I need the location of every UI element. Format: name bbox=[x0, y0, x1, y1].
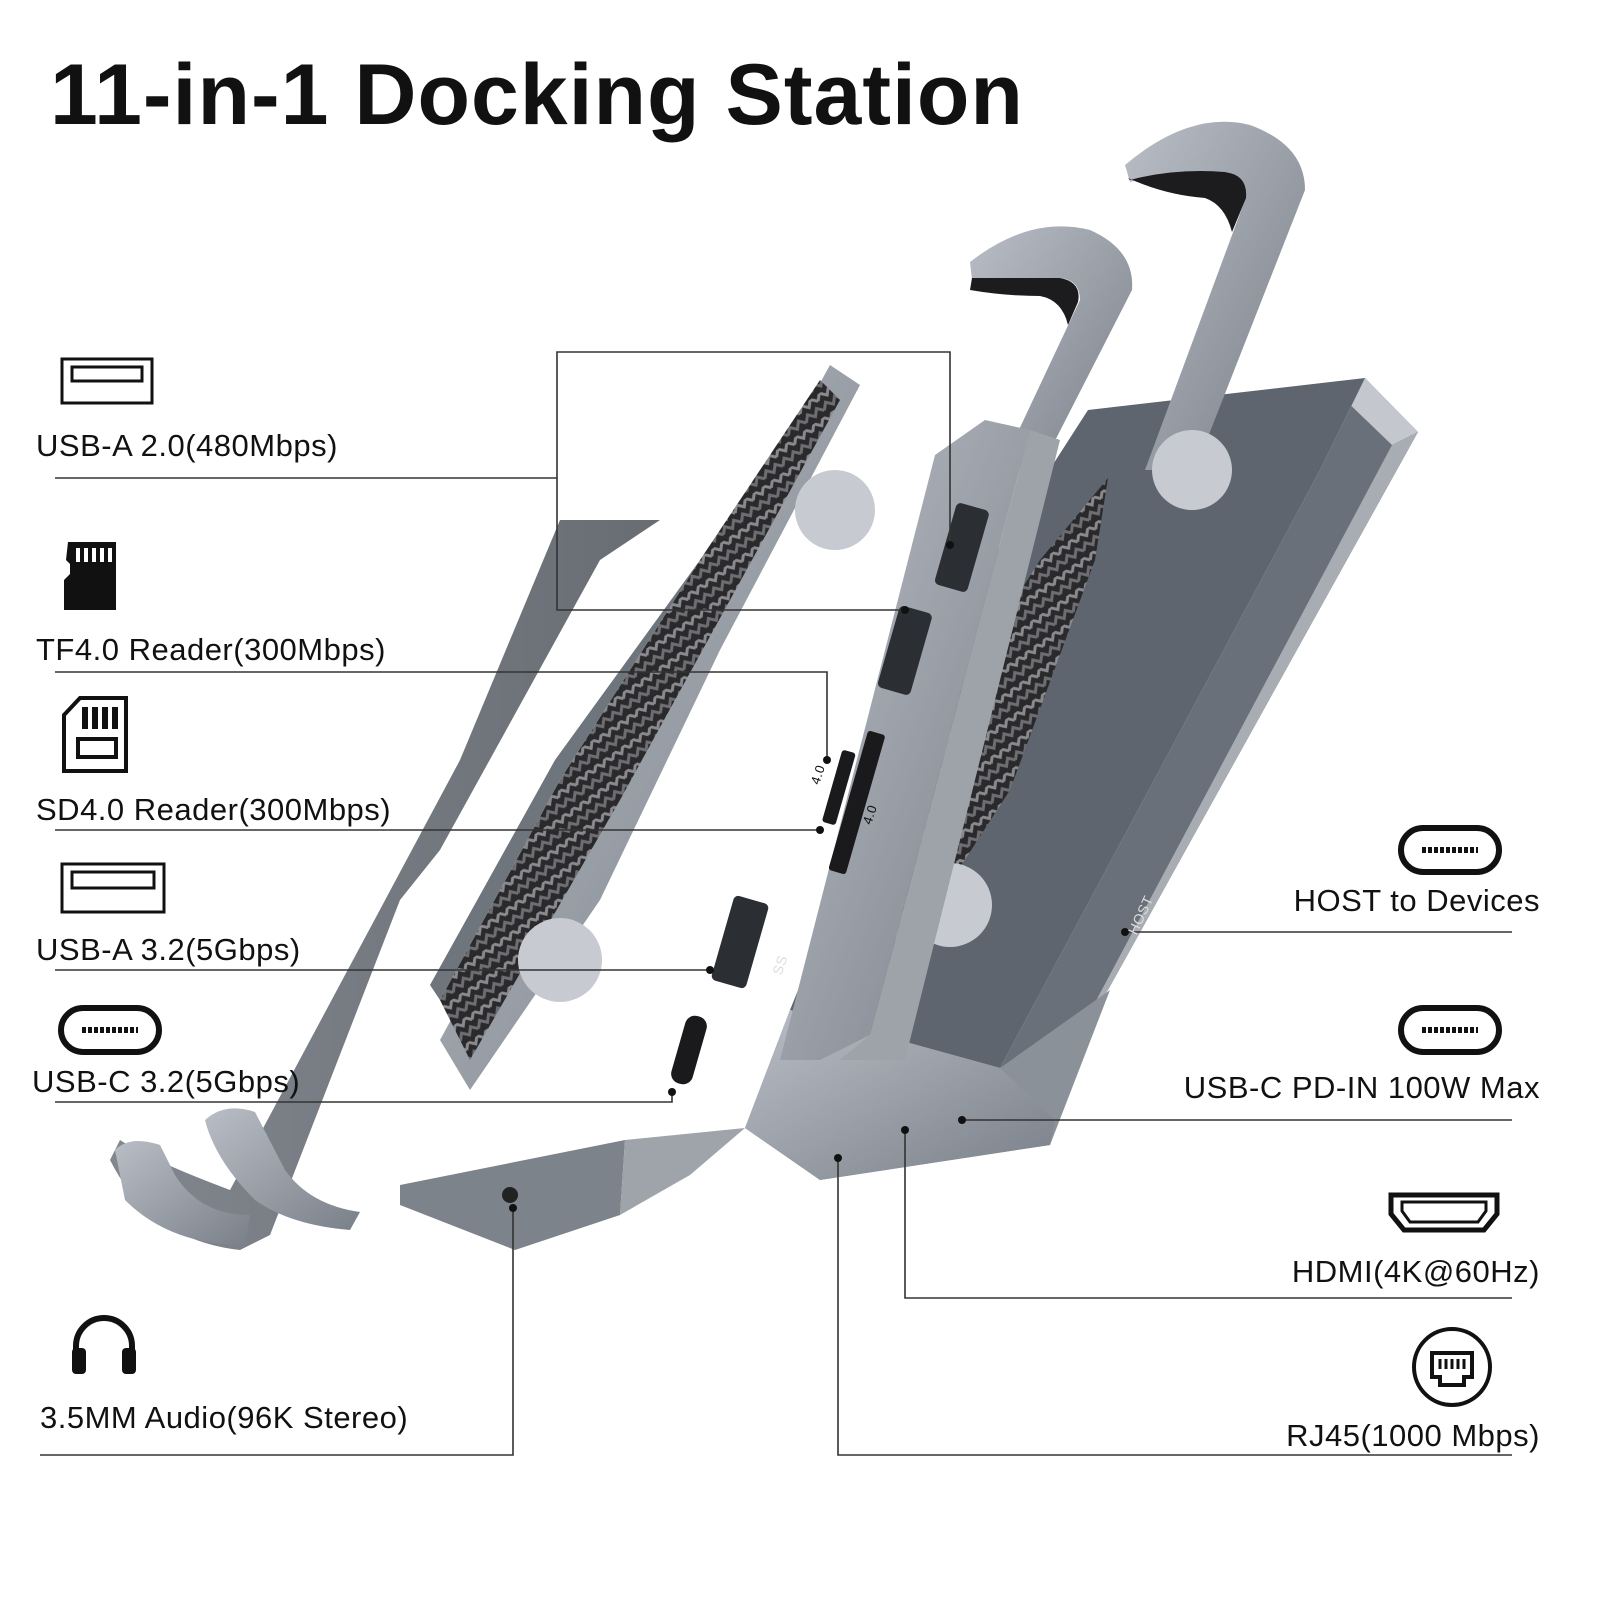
port-label-usb-c-32: USB-C 3.2(5Gbps) bbox=[32, 1064, 301, 1099]
port-label-host: HOST to Devices bbox=[1293, 883, 1540, 918]
port-label-rj45: RJ45(1000 Mbps) bbox=[1286, 1418, 1540, 1453]
leader-rj45 bbox=[837, 1158, 1512, 1456]
usb-c-icon bbox=[1398, 825, 1502, 875]
port-label-sd-reader: SD4.0 Reader(300Mbps) bbox=[36, 792, 392, 827]
rear-support-arm bbox=[908, 121, 1305, 947]
front-dock-body bbox=[400, 1128, 745, 1250]
leader-usb-a-20-bottom bbox=[556, 478, 905, 611]
ethernet-icon bbox=[1410, 1325, 1494, 1409]
leader-endpoints bbox=[509, 541, 1129, 1212]
port-label-pd-in: USB-C PD-IN 100W Max bbox=[1183, 1070, 1540, 1105]
usb-a-icon bbox=[60, 862, 168, 916]
leader-usb-a-20-top bbox=[55, 351, 951, 545]
microsd-card-icon bbox=[62, 540, 120, 612]
port-label-tf-reader: TF4.0 Reader(300Mbps) bbox=[36, 632, 386, 667]
port-label-audio: 3.5MM Audio(96K Stereo) bbox=[40, 1400, 409, 1435]
leader-lines bbox=[40, 351, 1512, 1456]
usb-c-icon bbox=[58, 1005, 162, 1055]
port-label-hdmi: HDMI(4K@60Hz) bbox=[1291, 1254, 1540, 1289]
leader-tf-reader bbox=[55, 671, 828, 760]
hub-column bbox=[671, 420, 1060, 1085]
page-title: 11-in-1 Docking Station bbox=[50, 47, 1024, 143]
leader-audio bbox=[40, 1208, 514, 1456]
usb-a-icon bbox=[60, 357, 156, 407]
hdmi-icon bbox=[1388, 1192, 1500, 1234]
port-label-usb-a-20: USB-A 2.0(480Mbps) bbox=[36, 428, 338, 463]
usb-c-icon bbox=[1398, 1005, 1502, 1055]
sd-card-icon bbox=[60, 695, 130, 775]
leader-hdmi bbox=[904, 1130, 1512, 1299]
headphones-icon bbox=[68, 1312, 140, 1376]
front-support-plate bbox=[110, 365, 875, 1250]
port-label-usb-a-32: USB-A 3.2(5Gbps) bbox=[36, 932, 301, 967]
